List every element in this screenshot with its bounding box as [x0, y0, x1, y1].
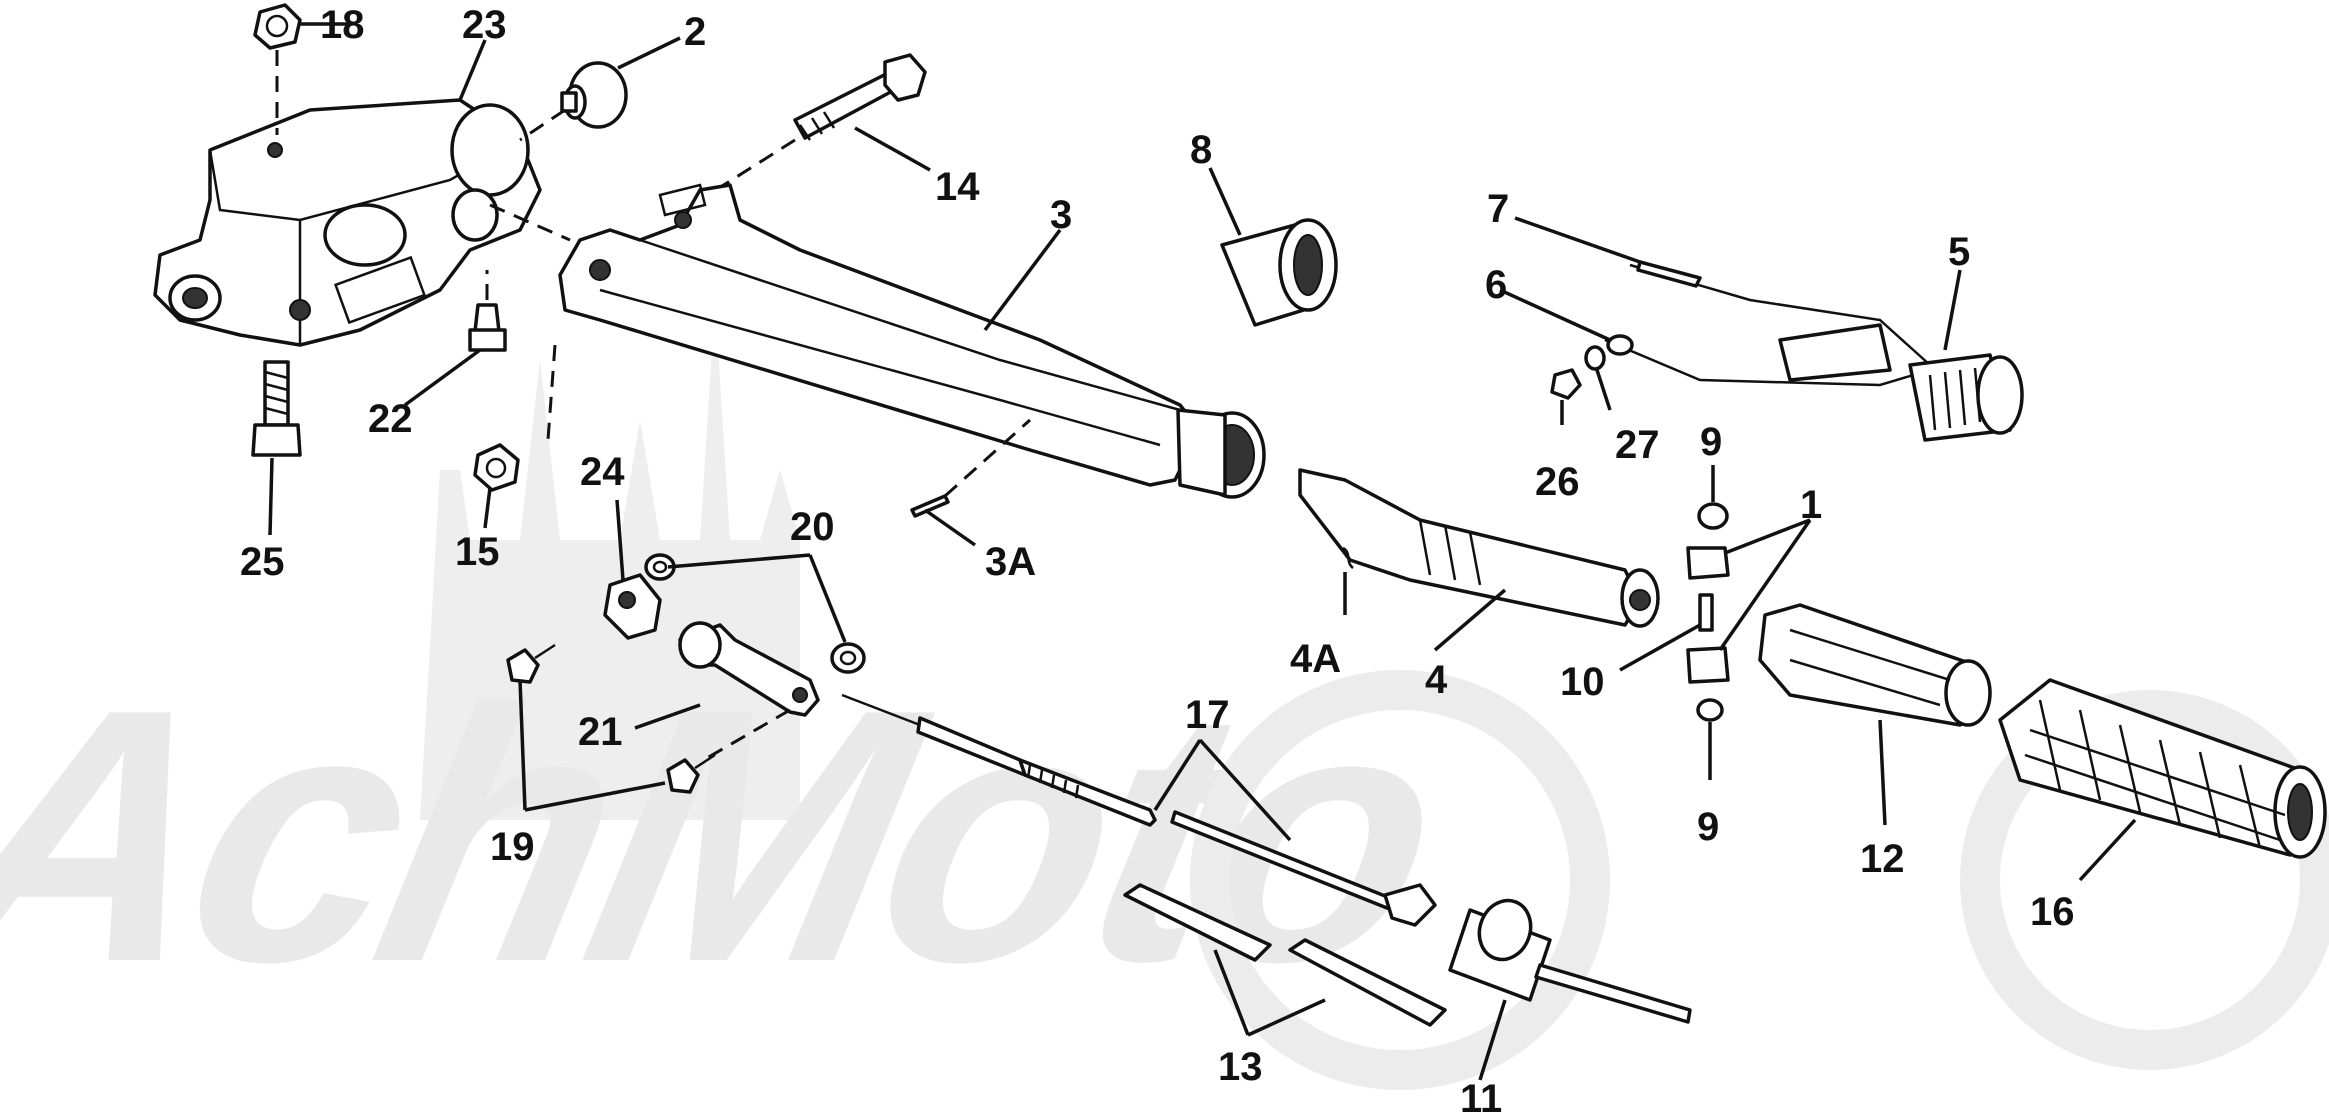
label-5: 5	[1948, 230, 1970, 274]
part-26-screw	[1550, 368, 1582, 400]
part-17-throttle-cables	[841, 693, 1437, 927]
part-18-nut	[253, 3, 302, 50]
part-11-cylinder	[1448, 898, 1692, 1024]
label-3: 3	[1050, 193, 1072, 237]
part-9-cap-bottom	[1696, 698, 1724, 722]
part-labels: 18 23 2 14 3 8 7 5 6 22 26 27 9 1 24 20 …	[240, 3, 2075, 1119]
part-4-shaft	[1298, 468, 1660, 628]
label-14: 14	[935, 165, 980, 209]
part-14-bolt	[793, 53, 927, 141]
label-10: 10	[1560, 660, 1605, 704]
label-7: 7	[1487, 187, 1509, 231]
part-4a-spring	[1342, 546, 1354, 569]
label-24: 24	[580, 450, 625, 494]
part-3a-pin	[910, 494, 950, 518]
part-2-washer	[560, 61, 628, 129]
watermark-wheel	[1190, 670, 1610, 1090]
label-26: 26	[1535, 460, 1580, 504]
part-12-grip-housing	[1758, 603, 1992, 727]
label-12: 12	[1860, 837, 1905, 881]
part-15-nut	[473, 443, 520, 492]
label-8: 8	[1190, 128, 1212, 172]
label-9-bottom: 9	[1697, 805, 1719, 849]
part-27-washer	[1584, 345, 1606, 371]
label-15: 15	[455, 530, 500, 574]
label-20: 20	[790, 505, 835, 549]
label-6: 6	[1485, 263, 1507, 307]
part-7-wire	[1629, 260, 1931, 366]
label-4a: 4A	[1290, 637, 1341, 681]
label-4: 4	[1425, 658, 1448, 702]
part-5-stop-switch	[1778, 323, 2024, 442]
part-8-bushing	[1220, 218, 1338, 327]
part-9-cap-top	[1697, 502, 1729, 530]
part-16-rubber-grip	[1998, 678, 2327, 859]
part-24-stop	[603, 573, 662, 640]
part-10-pin	[1698, 593, 1714, 632]
part-6-wire	[1604, 334, 1931, 387]
label-18: 18	[320, 3, 365, 47]
label-17: 17	[1185, 693, 1230, 737]
label-11: 11	[1460, 1077, 1502, 1119]
watermark-skyline	[420, 300, 800, 820]
label-3a: 3A	[985, 540, 1036, 584]
label-21: 21	[578, 710, 623, 754]
label-19: 19	[490, 825, 535, 869]
part-1-blocks	[1686, 546, 1730, 684]
watermark-wheel-2	[1960, 690, 2329, 1070]
part-22-grease-fitting	[468, 303, 507, 352]
part-25-bolt	[251, 360, 302, 457]
part-3-tiller-arm	[558, 183, 1266, 499]
label-25: 25	[240, 540, 285, 584]
label-2: 2	[684, 10, 706, 54]
label-23: 23	[462, 3, 507, 47]
leader-lines	[268, 22, 2137, 1081]
part-19-screws	[506, 643, 716, 794]
part-13-sleeves	[1123, 883, 1447, 1027]
label-22: 22	[368, 397, 413, 441]
label-9-top: 9	[1700, 420, 1722, 464]
part-23-clamp-bracket	[153, 98, 542, 347]
label-27: 27	[1615, 423, 1660, 467]
label-1: 1	[1800, 483, 1822, 527]
label-16: 16	[2030, 890, 2075, 934]
label-13: 13	[1218, 1045, 1263, 1089]
part-21-link	[678, 621, 820, 717]
